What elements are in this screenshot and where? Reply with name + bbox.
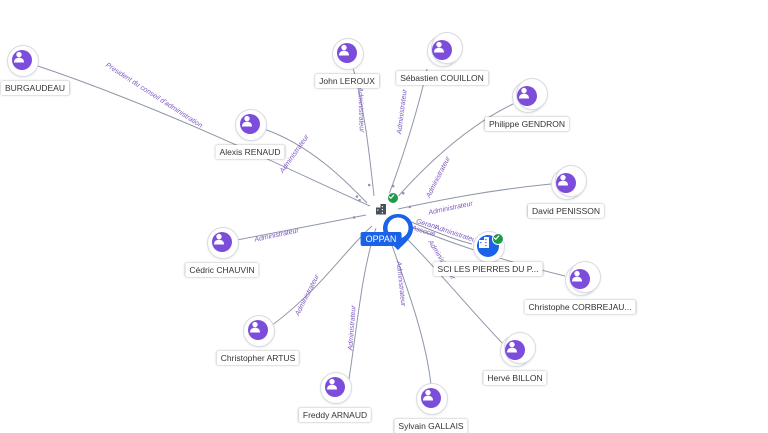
building-icon (376, 204, 386, 215)
person-icon (421, 388, 441, 408)
edge-arrow (355, 195, 359, 198)
edge-arrow (401, 191, 405, 195)
edge-label: Administrateur (425, 155, 452, 200)
person-label[interactable]: Sylvain GALLAIS (394, 419, 468, 433)
edge-arrow (352, 216, 356, 219)
person-icon (505, 340, 525, 360)
edge-label: Administrateur (294, 273, 321, 318)
person-icon (432, 40, 452, 60)
main-company-label[interactable]: OPPAN (360, 232, 402, 246)
edge-label: Administrateur (253, 227, 300, 244)
edge-10 (348, 227, 377, 380)
person-icon (248, 320, 268, 340)
edge-arrow (391, 184, 395, 188)
person-label[interactable]: BURGAUDEAU (0, 81, 69, 95)
edge-label: Administrateur (347, 304, 357, 351)
check-icon (492, 233, 504, 245)
person-icon (240, 114, 260, 134)
person-label[interactable]: Hervé BILLON (483, 371, 547, 385)
person-label[interactable]: Alexis RENAUD (215, 145, 285, 159)
person-icon (12, 50, 32, 70)
edge-3 (393, 103, 514, 202)
person-label[interactable]: Sébastien COUILLON (396, 71, 488, 85)
person-icon (212, 232, 232, 252)
edge-label: Administrateur (356, 86, 365, 133)
person-icon (517, 86, 537, 106)
edge-2 (387, 68, 428, 198)
person-label[interactable]: Freddy ARNAUD (298, 408, 372, 422)
edge-0 (31, 63, 371, 207)
person-label[interactable]: David PENISSON (527, 204, 605, 218)
person-label[interactable]: Cédric CHAUVIN (185, 263, 259, 277)
person-label[interactable]: Christopher ARTUS (216, 351, 300, 365)
edge-4 (263, 128, 368, 204)
edge-label: Administrateur (396, 88, 409, 135)
person-label[interactable]: Christophe CORBREJAU... (524, 300, 636, 314)
edge-arrow (367, 183, 371, 187)
person-icon (556, 173, 576, 193)
person-label[interactable]: Philippe GENDRON (484, 117, 570, 131)
edge-arrow (408, 205, 412, 209)
person-icon (325, 377, 345, 397)
check-icon (387, 192, 399, 204)
edge-label: Administrateur (395, 260, 407, 307)
edge-label: Administrateur (427, 200, 474, 217)
person-icon (570, 269, 590, 289)
edge-arrow (358, 199, 361, 202)
person-icon (337, 43, 357, 63)
company-label[interactable]: SCI LES PIERRES DU P... (433, 262, 543, 276)
edge-5 (397, 183, 552, 210)
person-label[interactable]: John LEROUX (315, 74, 379, 88)
